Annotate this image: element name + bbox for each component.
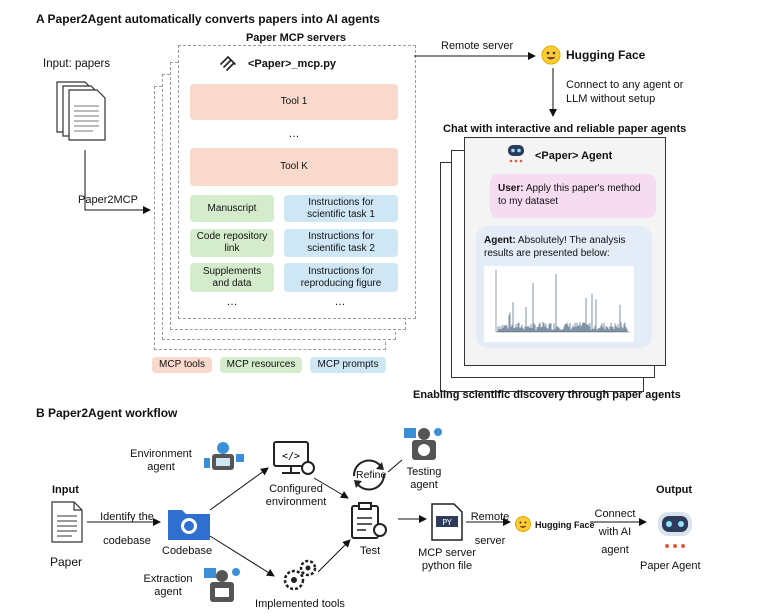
agent-bubble: Agent: Absolutely! The analysis results … (476, 226, 652, 348)
python-file-icon: PY (431, 503, 463, 541)
arrow-papers-to-server (84, 150, 151, 214)
resource-manuscript: Manuscript (190, 195, 274, 222)
prompt-ellipsis: … (334, 296, 346, 308)
configured-environment-label: Configured environment (265, 483, 327, 508)
tool-1-box: Tool 1 (190, 84, 398, 120)
user-message: User: Apply this paper's method to my da… (498, 182, 648, 208)
prompt-task-1: Instructions for scientific task 1 (284, 195, 398, 222)
robot-agent-icon (508, 145, 524, 163)
paper-document-icon (51, 501, 83, 543)
svg-text:</>: </> (282, 451, 300, 462)
resource-code-repo: Code repository link (190, 229, 274, 257)
connect-ai-agent-label: Connect with AI agent (594, 508, 636, 556)
resource-manuscript-label: Manuscript (207, 202, 257, 214)
tool-k-box: Tool K (190, 148, 398, 186)
legend-mcp-resources-label: MCP resources (226, 359, 296, 370)
testing-agent-link (387, 459, 403, 473)
prompt-task-2-label: Instructions for scientific task 2 (307, 231, 375, 254)
implemented-tools-label: Implemented tools (255, 598, 345, 610)
hugging-face-small-icon (515, 516, 531, 532)
test-label: Test (360, 545, 381, 557)
mcp-logo-icon (220, 55, 236, 71)
tool-k-label: Tool K (280, 161, 308, 172)
paper2mcp-label: Paper2MCP (78, 194, 138, 206)
environment-agent-label: Environment agent (130, 448, 192, 473)
arrow-codebase-to-tools (209, 535, 275, 577)
py-label: PY (442, 518, 452, 527)
footer-caption: Enabling scientific discovery through pa… (413, 389, 681, 401)
legend-mcp-resources: MCP resources (220, 357, 302, 373)
agent-text: Absolutely! The analysis results are pre… (484, 235, 626, 259)
prompt-task-2: Instructions for scientific task 2 (284, 229, 398, 257)
agent-prefix: Agent: (484, 235, 516, 246)
panel-a-heading: A Paper2Agent automatically converts pap… (36, 12, 380, 26)
paper-agent-label: Paper Agent (640, 560, 701, 572)
tool-1-label: Tool 1 (280, 96, 308, 107)
paper-label: Paper (50, 555, 83, 569)
result-plot-image (484, 266, 634, 342)
output-label: Output (656, 484, 693, 496)
input-papers-label: Input: papers (43, 58, 111, 70)
hugging-face-label: Hugging Face (566, 48, 646, 62)
legend-mcp-tools: MCP tools (152, 357, 212, 373)
remote-server-label: Remote server (441, 40, 514, 52)
refine-label: Refine (356, 469, 387, 481)
panel-b-heading: B Paper2Agent workflow (36, 406, 178, 420)
papers-stack-icon (56, 81, 106, 141)
user-bubble: User: Apply this paper's method to my da… (490, 174, 656, 218)
resource-supplements-label: Supplements and data (202, 265, 262, 289)
environment-agent-icon (204, 442, 244, 470)
tool-ellipsis: … (288, 128, 300, 140)
connect-agent-label: Connect to any agent or LLM without setu… (566, 79, 684, 105)
testing-agent-label: Testing agent (406, 466, 442, 491)
resource-code-repo-label: Code repository link (196, 231, 268, 254)
paper-agent-name: <Paper> Agent (535, 150, 613, 162)
hugging-face-icon (541, 45, 561, 65)
agent-message: Agent: Absolutely! The analysis results … (484, 234, 644, 260)
refine-cycle-icon (352, 459, 386, 491)
test-clipboard-icon (351, 502, 387, 539)
legend-mcp-prompts-label: MCP prompts (317, 359, 379, 370)
prompt-figure-label: Instructions for reproducing figure (300, 265, 382, 289)
chat-title: Chat with interactive and reliable paper… (443, 123, 687, 135)
implemented-tools-gears-icon (283, 559, 317, 591)
legend-mcp-tools-label: MCP tools (159, 359, 205, 370)
testing-agent-icon (404, 428, 442, 460)
mcp-server-file-label: MCP server python file (418, 547, 476, 572)
mcp-file-name: <Paper>_mcp.py (248, 58, 337, 70)
resource-supplements: Supplements and data (190, 263, 274, 292)
arrow-codebase-to-env (209, 467, 269, 511)
arrow-env-to-test (313, 477, 349, 499)
remote-server-b-label: Remote server (470, 511, 510, 547)
input-label: Input (52, 484, 79, 496)
configured-environment-icon: </> (273, 441, 315, 475)
user-text: Apply this paper's method to my dataset (498, 183, 641, 207)
extraction-agent-label: Extraction agent (143, 573, 193, 598)
resource-ellipsis: … (226, 296, 238, 308)
server-title: Paper MCP servers (245, 32, 347, 44)
codebase-folder-icon (168, 510, 210, 540)
extraction-agent-icon (204, 568, 240, 602)
prompt-figure: Instructions for reproducing figure (284, 263, 398, 292)
codebase-label: Codebase (162, 545, 213, 557)
user-prefix: User: (498, 183, 524, 194)
paper-agent-robot-icon (658, 512, 692, 548)
legend-mcp-prompts: MCP prompts (310, 357, 386, 373)
identify-codebase-label: Identify the codebase (100, 511, 154, 547)
hugging-face-small-label: Hugging Face (535, 520, 595, 530)
prompt-task-1-label: Instructions for scientific task 1 (307, 196, 375, 220)
arrow-tools-to-test (317, 539, 351, 573)
